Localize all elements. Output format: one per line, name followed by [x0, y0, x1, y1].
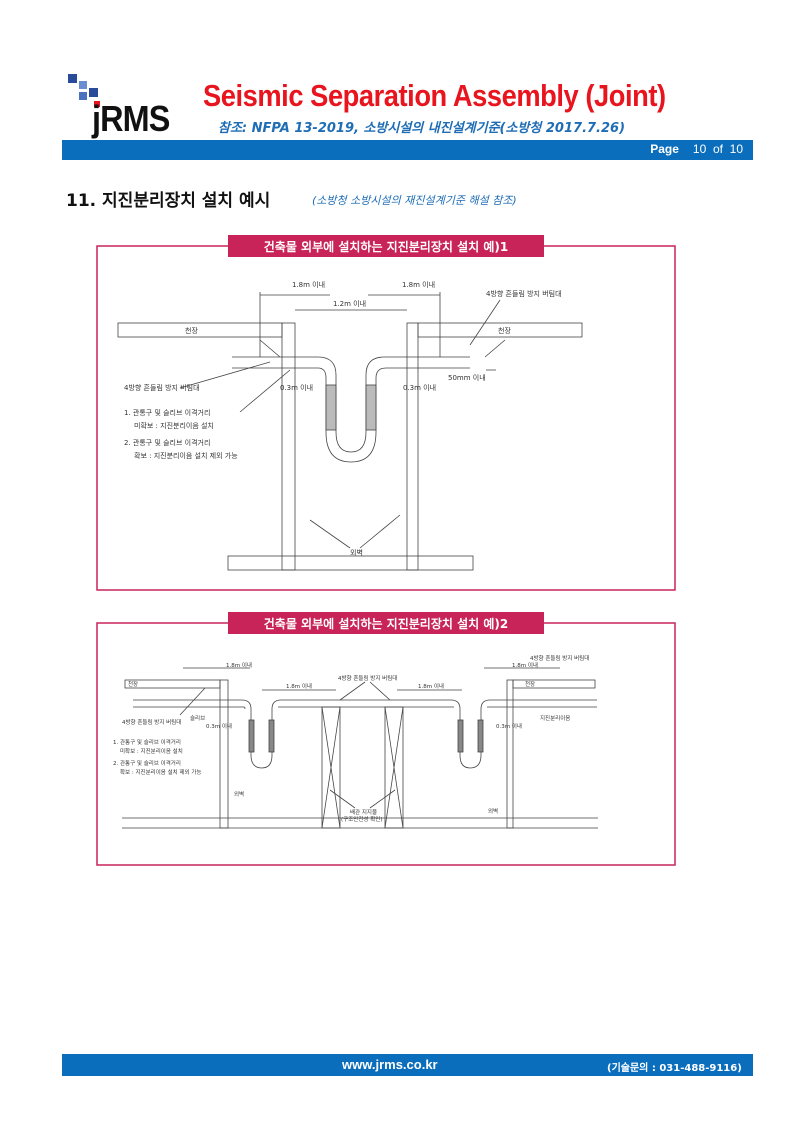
section-heading: 11. 지진분리장치 설치 예시: [66, 191, 271, 211]
brace-right-label: 4방향 흔들림 방지 버팀대: [530, 654, 589, 662]
page-of: of: [712, 142, 723, 156]
document-title: Seismic Separation Assembly (Joint): [203, 78, 666, 113]
note-1b: 미확보 : 지진분리이음 설치: [134, 421, 214, 430]
pipe: [133, 699, 597, 769]
ceiling-left: [124, 679, 221, 689]
diagram-1-title: 건축물 외부에 설치하는 지진분리장치 설치 예)1: [264, 239, 508, 254]
dim-left: 1.8m 이내: [292, 280, 325, 289]
diagram-2-title: 건축물 외부에 설치하는 지진분리장치 설치 예)2: [264, 616, 508, 631]
floor: [122, 817, 598, 829]
dim-mid-right: 1.8m 이내: [418, 682, 444, 690]
note-2b: 확보 : 지진분리이음 설치 제외 가능: [134, 451, 238, 460]
floor: [227, 555, 474, 571]
page-label: Page: [650, 142, 679, 156]
diagram-1-title-bar: [228, 235, 544, 257]
note-2a: 2. 관통구 및 슬리브 이격거리: [113, 759, 181, 767]
dim-right: 1.8m 이내: [402, 280, 435, 289]
pipe: [232, 356, 470, 463]
joint-label: 지진분리이음: [540, 714, 570, 722]
flex-joint: [268, 719, 275, 753]
dim-03-left: 0.3m 이내: [206, 722, 232, 730]
brace-right-label: 4방향 흔들림 방지 버팀대: [486, 289, 562, 298]
flex-joint-left: [325, 384, 337, 431]
dimension-lines: [179, 667, 560, 809]
ceiling-right-label: 천장: [498, 326, 511, 335]
ceiling-left-label: 천장: [185, 326, 198, 335]
dim-03-left: 0.3m 이내: [280, 383, 313, 392]
flex-joint: [457, 719, 464, 753]
document-subtitle: 참조: NFPA 13-2019, 소방시설의 내진설계기준(소방청 2017.…: [218, 121, 626, 136]
wall-right: [506, 679, 514, 829]
website-link[interactable]: www.jrms.co.kr: [342, 1057, 438, 1072]
dimension-lines: [259, 292, 506, 371]
flex-joint: [477, 719, 484, 753]
dim-center: 1.2m 이내: [333, 299, 366, 308]
dim-right-top: 1.8m 이내: [512, 661, 538, 669]
note-1b: 미확보 : 지진분리이음 설치: [120, 747, 183, 755]
leader-lines: [179, 299, 501, 549]
brace-left-label: 4방향 흔들림 방지 버팀대: [122, 718, 181, 726]
wall-left-label: 외벽: [234, 790, 244, 798]
dim-03-right: 0.3m 이내: [496, 722, 522, 730]
note-1a: 1. 관통구 및 슬리브 이격거리: [113, 738, 181, 746]
support-bracing: [321, 706, 404, 829]
dim-03-right: 0.3m 이내: [403, 383, 436, 392]
note-2b: 확보 : 지진분리이음 설치 제외 가능: [120, 768, 201, 776]
page-current: 10: [692, 142, 707, 156]
support-label: 배관 지지물: [350, 808, 377, 816]
note-2a: 2. 관통구 및 슬리브 이격거리: [124, 438, 210, 447]
support-note: (구조안전성 확인): [341, 815, 382, 823]
wall-left: [219, 679, 229, 829]
diagram-2-title-bar: [228, 612, 544, 634]
dim-50mm: 50mm 이내: [448, 373, 486, 382]
dim-mid-left: 1.8m 이내: [286, 682, 312, 690]
contact-info: (기술문의 : 031-488-9116): [607, 1063, 742, 1074]
brace-center-label: 4방향 흔들림 방지 버팀대: [338, 674, 397, 682]
wall-right-label: 외벽: [488, 807, 498, 815]
ceiling-left-label: 천장: [128, 680, 138, 688]
flex-joint: [248, 719, 255, 753]
page-indicator: Page 10 of 10: [650, 142, 743, 156]
brace-left-label: 4방향 흔들림 방지 버팀대: [124, 383, 200, 392]
logo: [66, 72, 106, 112]
dim-left-top: 1.8m 이내: [226, 661, 252, 669]
wall-label: 외벽: [350, 548, 363, 557]
section-reference: (소방청 소방시설의 재진설계기준 해설 참조): [312, 194, 517, 207]
ceiling-right-label: 천장: [525, 680, 535, 688]
header-bar: Page 10 of 10: [62, 140, 753, 160]
note-1a: 1. 관통구 및 슬리브 이격거리: [124, 408, 210, 417]
sleeve-label: 슬리브: [190, 714, 205, 722]
page-total: 10: [729, 142, 743, 156]
logo-text: jRMS: [92, 98, 170, 139]
flex-joint-right: [365, 384, 377, 431]
footer-bar: www.jrms.co.kr (기술문의 : 031-488-9116): [62, 1054, 753, 1076]
